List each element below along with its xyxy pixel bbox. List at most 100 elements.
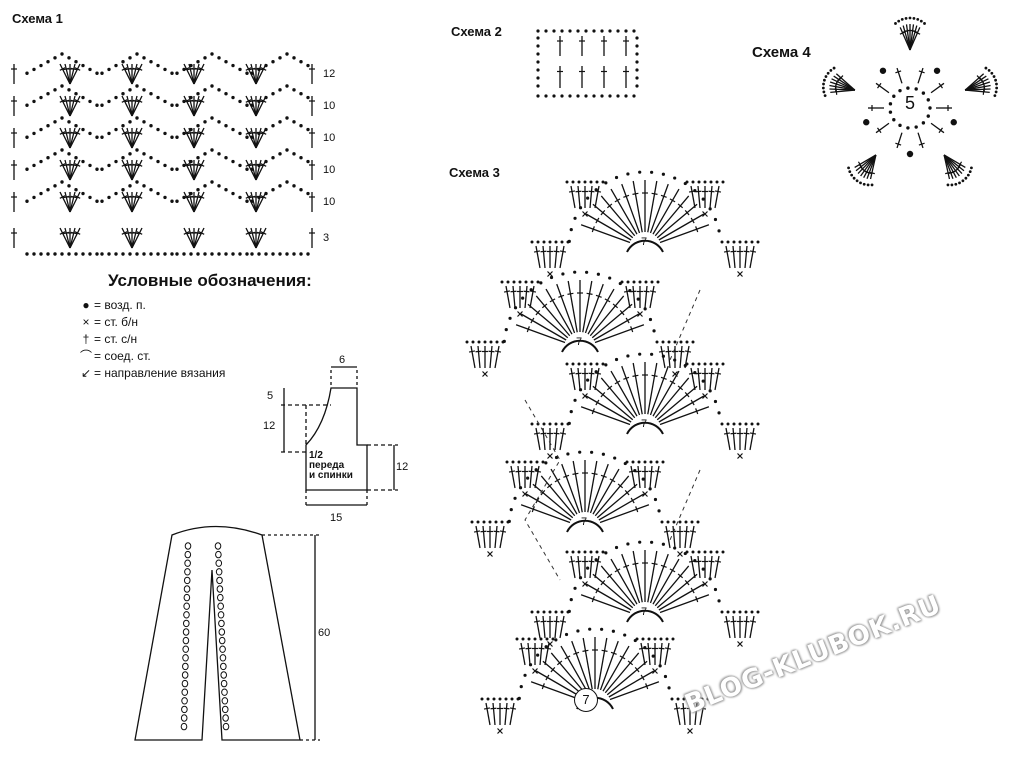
chain-dot bbox=[694, 697, 698, 701]
chain-dot bbox=[67, 184, 71, 188]
chain-dot bbox=[278, 184, 282, 188]
dc-stitch bbox=[561, 463, 581, 514]
dc-crossbar bbox=[595, 587, 600, 594]
chain-dot bbox=[995, 82, 998, 86]
dc-crossbar bbox=[677, 573, 684, 579]
dc-stitch bbox=[580, 224, 631, 244]
dc-crossbar bbox=[198, 231, 205, 235]
chain-dot bbox=[666, 520, 670, 524]
chain-dot bbox=[658, 664, 662, 668]
chain-dot bbox=[175, 103, 179, 107]
chain-dot bbox=[95, 71, 99, 75]
dc-crossbar bbox=[600, 474, 607, 478]
chain-dot bbox=[25, 167, 29, 171]
dc-stitch bbox=[592, 573, 634, 609]
dc-stitch bbox=[652, 188, 680, 235]
dc-crossbar bbox=[749, 620, 757, 623]
chain-dot bbox=[505, 460, 509, 464]
buttonhole bbox=[181, 697, 188, 705]
chain-dot bbox=[561, 272, 565, 276]
chain-dot bbox=[595, 550, 599, 554]
dc-stitch bbox=[69, 227, 76, 249]
chain-dot bbox=[995, 86, 999, 90]
chain-dot bbox=[156, 127, 160, 132]
dc-crossbar bbox=[643, 290, 650, 293]
chain-dot bbox=[661, 460, 665, 464]
dc-stitch bbox=[604, 652, 640, 694]
chain-dot bbox=[663, 674, 668, 679]
dc-crossbar bbox=[693, 707, 700, 710]
chain-dot bbox=[648, 487, 652, 491]
dc-crossbar bbox=[635, 506, 639, 513]
chain-dot bbox=[822, 82, 825, 86]
chain-dot bbox=[565, 180, 569, 184]
dc-stitch bbox=[585, 213, 632, 241]
dc-stitch bbox=[183, 227, 195, 249]
dc-crossbar bbox=[499, 530, 507, 533]
dc-stitch bbox=[250, 227, 257, 249]
chain-dot bbox=[717, 229, 721, 233]
dc-stitch bbox=[520, 504, 571, 524]
dc-crossbar bbox=[70, 231, 77, 235]
chain-dot bbox=[571, 180, 575, 184]
dc-crossbar bbox=[194, 99, 201, 103]
chain-dot bbox=[53, 252, 57, 256]
dc-crossbar bbox=[515, 470, 522, 473]
chain-dot bbox=[569, 228, 573, 232]
dc-stitch bbox=[255, 159, 262, 181]
chain-dot bbox=[32, 195, 36, 200]
chain-dot bbox=[100, 103, 104, 107]
sc-cross bbox=[532, 668, 538, 674]
dc-crossbar bbox=[683, 530, 690, 533]
chain-dot bbox=[717, 411, 721, 415]
dc-crossbar bbox=[74, 231, 81, 235]
chain-dot bbox=[638, 352, 642, 356]
chain-dot bbox=[906, 150, 914, 158]
dc-crossbar bbox=[628, 470, 636, 473]
dc-stitch bbox=[512, 285, 516, 309]
chain-dot bbox=[25, 135, 29, 139]
chain-dot bbox=[210, 52, 214, 56]
dc-stitch bbox=[592, 468, 620, 515]
chain-dot bbox=[554, 422, 558, 426]
chain-dot bbox=[175, 199, 179, 203]
dc-stitch bbox=[647, 362, 658, 415]
chain-dot bbox=[278, 56, 282, 60]
dc-crossbar bbox=[918, 142, 925, 146]
dc-crossbar bbox=[563, 474, 570, 478]
dc-crossbar bbox=[895, 142, 902, 146]
chain-dot bbox=[539, 281, 543, 285]
dc-stitch bbox=[749, 615, 755, 639]
dc-crossbar bbox=[132, 195, 139, 199]
dc-stitch bbox=[245, 159, 257, 181]
chain-dot bbox=[635, 52, 639, 56]
dc-stitch bbox=[585, 583, 632, 611]
buttonhole bbox=[216, 593, 224, 602]
dc-crossbar bbox=[743, 432, 750, 435]
dc-stitch bbox=[540, 475, 576, 517]
dc-stitch bbox=[725, 427, 731, 451]
dc-stitch bbox=[188, 227, 195, 249]
chain-dot bbox=[149, 188, 153, 192]
dc-stitch bbox=[535, 615, 541, 639]
chain-dot bbox=[536, 36, 540, 40]
dc-crossbar bbox=[494, 350, 502, 353]
chain-dot bbox=[224, 188, 228, 192]
dc-crossbar bbox=[260, 67, 267, 71]
chain-guide bbox=[524, 289, 701, 581]
chain-dot bbox=[489, 340, 493, 344]
dc-crossbar bbox=[545, 674, 550, 681]
dc-stitch bbox=[658, 395, 705, 423]
dc-stitch bbox=[527, 303, 569, 339]
dc-crossbar bbox=[743, 620, 750, 623]
dc-stitch-icon: † bbox=[82, 331, 90, 346]
dc-crossbar bbox=[540, 432, 547, 435]
dc-stitch bbox=[183, 63, 195, 85]
chain-dot bbox=[650, 280, 654, 284]
chain-dot bbox=[611, 629, 615, 633]
dc-crossbar bbox=[582, 649, 589, 652]
chain-dot bbox=[744, 240, 748, 244]
direction-arc bbox=[561, 339, 599, 353]
dc-stitch bbox=[654, 195, 690, 237]
buttonhole bbox=[222, 714, 229, 722]
